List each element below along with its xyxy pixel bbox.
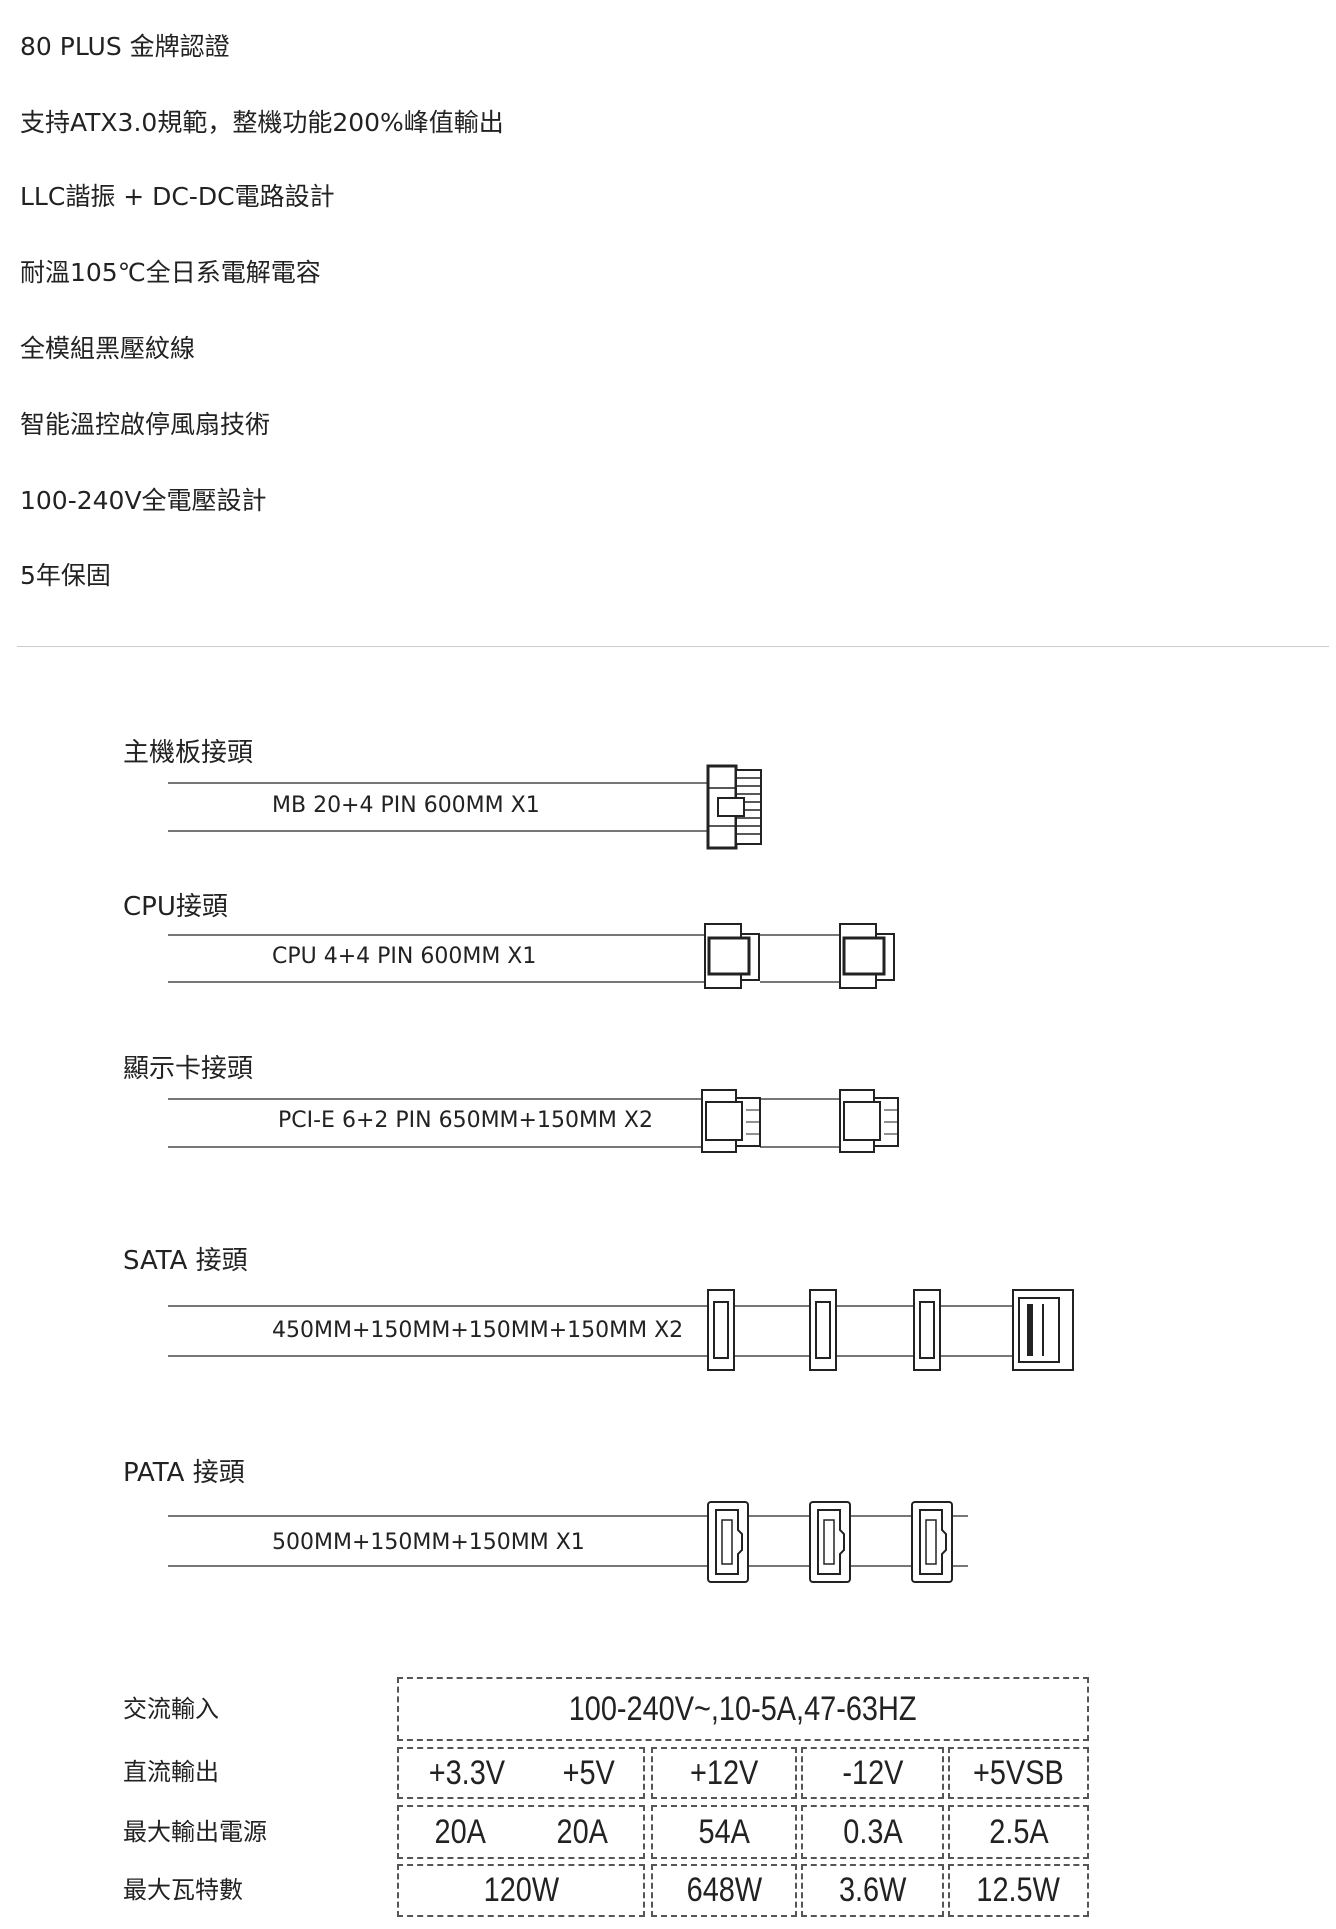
sata-connector-icon [809,1289,837,1371]
cable-spec: 450MM+150MM+150MM+150MM X2 [272,1318,684,1343]
feature-item: 全模組黑壓紋線 [20,334,196,363]
dc-output-value: +5VSB [973,1753,1064,1792]
molex-connector-icon [911,1501,953,1583]
sata-connector-icon [1012,1289,1074,1371]
feature-item: 5年保固 [20,561,111,590]
cable-line [168,1515,968,1517]
feature-item: 100-240V全電壓設計 [20,486,267,515]
spec-cell: 3.6W [801,1864,944,1917]
max-watts-value: 12.5W [976,1871,1061,1909]
dc-output-value: +12V [689,1753,759,1792]
cable-line [168,1305,1068,1307]
ac-input-value: 100-240V~,10-5A,47-63HZ [569,1689,917,1728]
cable-line [168,1355,1068,1357]
spec-row-label: 最大瓦特數 [123,1876,243,1904]
cable-line [760,934,840,936]
max-current-value: 20A [556,1812,608,1851]
ac-input-cell: 100-240V~,10-5A,47-63HZ [397,1677,1089,1741]
spec-cell: +12V [651,1747,797,1799]
spec-cell: -12V [801,1747,944,1799]
spec-cell: 0.3A [801,1805,944,1859]
max-watts-value: 3.6W [838,1871,907,1909]
cable-spec: MB 20+4 PIN 600MM X1 [272,793,540,818]
molex-connector-icon [809,1501,851,1583]
spec-cell: +5VSB [948,1747,1089,1799]
sata-connector-icon [707,1289,735,1371]
max-current-value: 0.3A [842,1812,903,1851]
spec-cell: 54A [651,1805,797,1859]
dc-output-value: -12V [841,1753,904,1792]
max-watts-value: 648W [686,1871,762,1909]
cable-line [168,830,708,832]
max-current-value: 2.5A [988,1812,1049,1851]
cpu-8pin-connector-icon [704,923,760,989]
divider [17,646,1329,647]
cable-section-label: CPU接頭 [123,892,228,922]
feature-item: 智能溫控啟停風扇技術 [20,410,271,439]
max-current-value: 54A [698,1812,750,1851]
spec-row-label: 交流輸入 [123,1695,219,1723]
cable-spec: PCI-E 6+2 PIN 650MM+150MM X2 [278,1108,653,1133]
cable-section-label: 主機板接頭 [123,738,254,768]
pcie-connector-icon [839,1089,899,1153]
cable-line [760,1098,840,1100]
spec-cell: 648W [651,1864,797,1917]
spec-cell: +3.3V +5V [397,1747,645,1799]
atx-24pin-connector-icon [706,764,762,850]
feature-item: 耐溫105℃全日系電解電容 [20,258,321,287]
dc-output-value: +5V [562,1753,616,1792]
spec-row-label: 最大輸出電源 [123,1818,267,1846]
cable-section-label: 顯示卡接頭 [123,1054,254,1084]
pcie-connector-icon [701,1089,761,1153]
cable-line [760,981,840,983]
max-current-value: 20A [434,1812,486,1851]
cable-line [168,782,708,784]
cable-spec: CPU 4+4 PIN 600MM X1 [272,944,537,969]
spec-cell: 12.5W [948,1864,1089,1917]
max-watts-value: 120W [483,1871,559,1909]
spec-cell: 20A 20A [397,1805,645,1859]
cable-section-label: SATA 接頭 [123,1246,248,1276]
dc-output-value: +3.3V [428,1753,506,1792]
spec-cell: 2.5A [948,1805,1089,1859]
feature-item: 80 PLUS 金牌認證 [20,32,230,61]
feature-item: LLC諧振 + DC-DC電路設計 [20,182,335,211]
cable-line [168,1098,708,1100]
cable-line [168,1565,968,1567]
cable-spec: 500MM+150MM+150MM X1 [272,1530,585,1555]
sata-connector-icon [913,1289,941,1371]
cable-line [168,934,708,936]
feature-item: 支持ATX3.0規範，整機功能200%峰值輸出 [20,108,504,137]
spec-cell: 120W [397,1864,645,1917]
cable-line [760,1146,840,1148]
cpu-8pin-connector-icon [839,923,895,989]
cable-line [168,981,708,983]
cable-section-label: PATA 接頭 [123,1458,245,1488]
molex-connector-icon [707,1501,749,1583]
spec-row-label: 直流輸出 [123,1758,219,1786]
cable-line [168,1146,708,1148]
